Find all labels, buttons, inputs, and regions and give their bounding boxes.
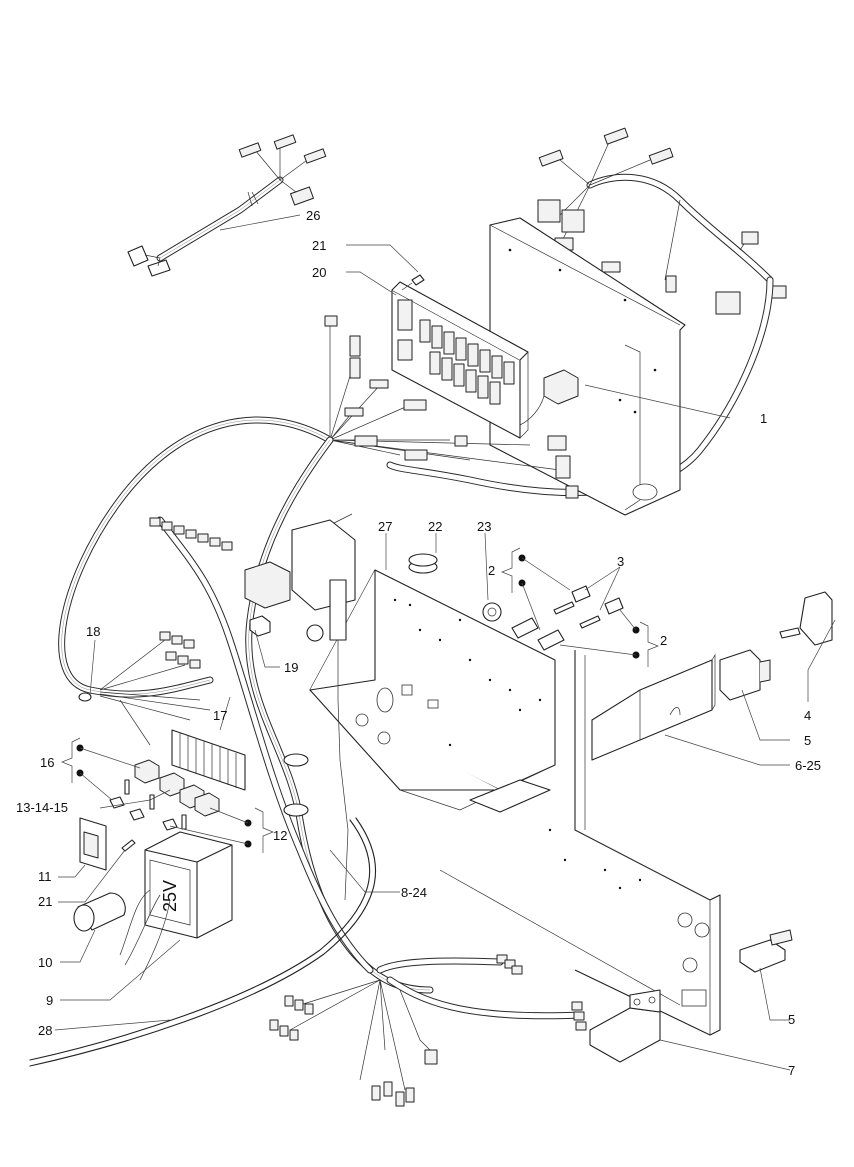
cover-plate-6-25: [591, 653, 716, 761]
electrical-box-27: [309, 553, 556, 813]
callout-3: 3: [617, 554, 624, 569]
callout-26: 26: [306, 208, 320, 223]
callout-28: 28: [38, 1023, 52, 1038]
callout-4: 4: [804, 708, 811, 723]
callout-2-upper: 2: [488, 563, 495, 578]
leader-lines: [54, 214, 836, 1071]
callout-19: 19: [284, 660, 298, 675]
switch-5-upper: [719, 649, 771, 701]
callout-5-lower: 5: [788, 1012, 795, 1027]
switch-5-lower: [739, 929, 793, 973]
transformer-9: 25V: [119, 831, 233, 981]
control-board-20: [391, 274, 529, 439]
relay-board-11: [79, 817, 136, 871]
callout-11: 11: [38, 869, 52, 884]
capacitor-10: [73, 892, 126, 932]
callout-22: 22: [428, 519, 442, 534]
wiring-harness-26: [127, 134, 327, 277]
relay-1: [519, 369, 579, 426]
callout-1: 1: [760, 411, 767, 426]
callout-9: 9: [46, 993, 53, 1008]
bracket-7: [589, 989, 661, 1063]
bottom-harness-tail: [269, 954, 587, 1107]
callout-13-14-15: 13-14-15: [16, 800, 68, 815]
callout-6-25: 6-25: [795, 758, 821, 773]
callout-23: 23: [477, 519, 491, 534]
callout-10: 10: [38, 955, 52, 970]
callout-18: 18: [86, 624, 100, 639]
terminal-blocks: [109, 759, 220, 831]
pressure-switch-19: [244, 519, 356, 901]
callout-21-board-screw: 21: [312, 238, 326, 253]
callout-27: 27: [378, 519, 392, 534]
key-4: [779, 591, 833, 646]
front-panel: [439, 650, 721, 1036]
main-wiring-harness: [58, 315, 579, 994]
callout-16: 16: [40, 755, 54, 770]
callout-12: 12: [273, 828, 287, 843]
callout-20: 20: [312, 265, 326, 280]
transformer-voltage-label: 25V: [160, 880, 180, 912]
power-cable-28: [29, 817, 377, 1067]
callout-labels: 26 21 20 1 27 22 23 2 3 2 4 5 6-25 5 7 8…: [16, 208, 821, 1078]
callout-17: 17: [213, 708, 227, 723]
callout-2-lower: 2: [660, 633, 667, 648]
callout-21-relay-screw: 21: [38, 894, 52, 909]
bracket-markers: [61, 547, 659, 853]
terminal-strip-17: [171, 729, 246, 791]
back-panel: [489, 217, 686, 516]
callout-5-upper: 5: [804, 733, 811, 748]
callout-7: 7: [788, 1063, 795, 1078]
callout-8-24: 8-24: [401, 885, 427, 900]
